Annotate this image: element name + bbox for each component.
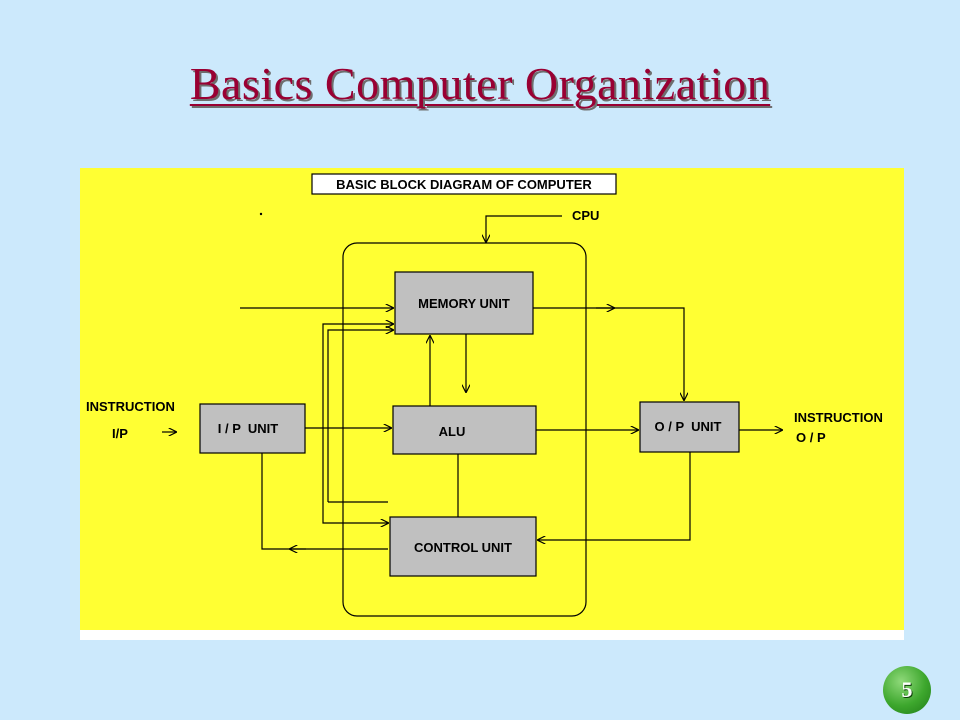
alu-label: ALU: [439, 424, 466, 439]
arrow-output-to-control: [538, 452, 691, 540]
cpu-label: CPU: [572, 208, 599, 223]
cpu-pointer-arrow: [486, 215, 562, 242]
arrow-input-to-memory: [322, 324, 393, 428]
stray-dot: [259, 212, 263, 216]
block-diagram: BASIC BLOCK DIAGRAM OF COMPUTER CPU MEMO…: [80, 168, 904, 640]
input-instruction-line1: INSTRUCTION: [86, 399, 175, 414]
input-instruction-line2: I/P: [112, 426, 128, 441]
alu-block: [392, 405, 537, 455]
arrow-control-bus-to-memory: [327, 330, 393, 502]
control-unit-label: CONTROL UNIT: [414, 540, 512, 555]
output-instruction-line1: INSTRUCTION: [794, 410, 883, 425]
arrow-bus-to-control: [322, 428, 388, 523]
diagram-bottom-strip: [80, 630, 904, 640]
output-unit-block: [639, 401, 740, 453]
input-unit-label: I / P UNIT: [218, 421, 278, 436]
diagram-heading: BASIC BLOCK DIAGRAM OF COMPUTER: [336, 177, 592, 192]
memory-unit-label: MEMORY UNIT: [418, 296, 510, 311]
arrow-memory-to-output: [533, 307, 684, 400]
slide-title: Basics Computer Organization: [189, 58, 771, 109]
arrow-control-to-input: [261, 453, 388, 550]
output-instruction-line2: O / P: [796, 430, 826, 445]
input-unit-block: [199, 403, 306, 454]
control-unit-block: [389, 516, 537, 577]
memory-unit-block: [394, 271, 534, 335]
diagram-heading-box: [311, 173, 617, 195]
page-number-badge: 5: [883, 666, 931, 714]
output-unit-label: O / P UNIT: [655, 419, 722, 434]
